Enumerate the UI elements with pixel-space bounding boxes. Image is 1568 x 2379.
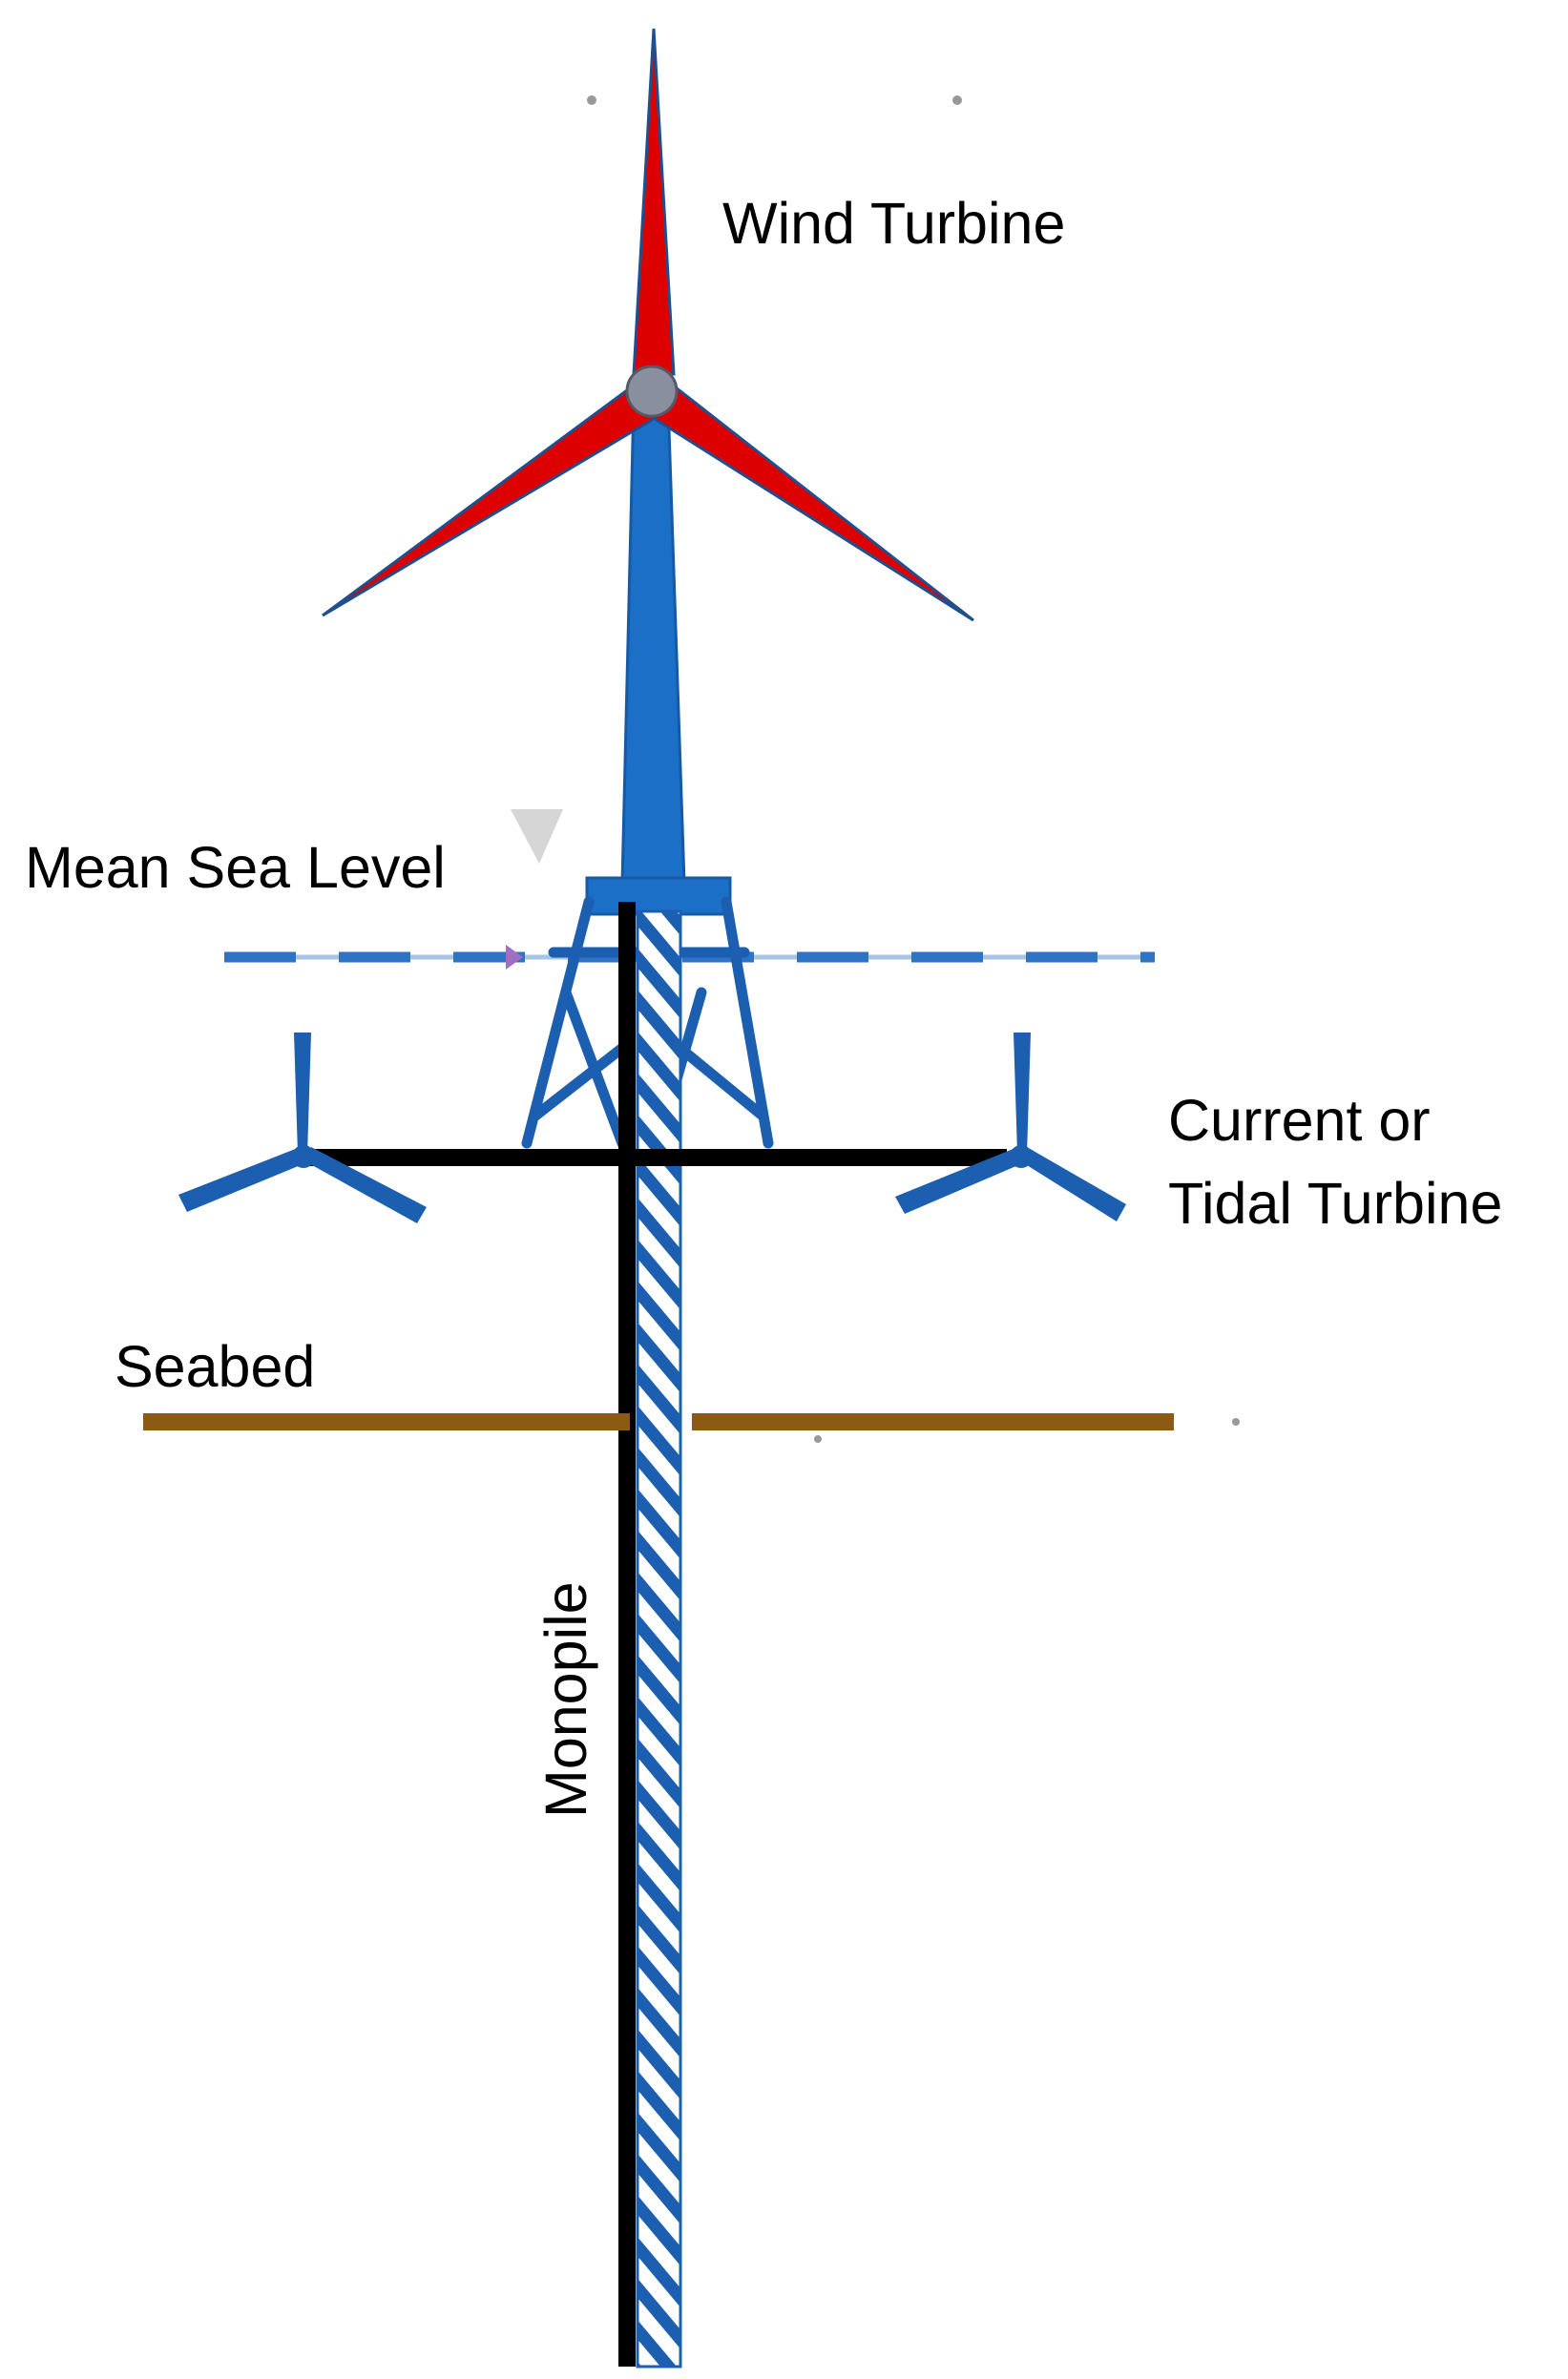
tidal-crossbar (305, 1149, 1007, 1166)
tidal-blade-left-down-right (303, 1147, 427, 1223)
brace-right-lower (667, 1036, 769, 1122)
sea-level-triangle (511, 809, 563, 864)
label-seabed: Seabed (115, 1334, 315, 1399)
blade-left (322, 371, 670, 617)
tidal-blade-right-down-right (1019, 1147, 1126, 1221)
blade-top (632, 28, 676, 376)
monopile-shaft (618, 902, 636, 2367)
sea-level-marker (506, 945, 523, 970)
rotor-hub (625, 365, 679, 418)
leg-left (521, 896, 595, 1149)
tidal-turbine-right (895, 1033, 1126, 1221)
tidal-blade-right-down-left (895, 1148, 1025, 1214)
tidal-blade-left-up (294, 1033, 311, 1155)
label-monopile: Monopile (533, 1581, 598, 1818)
tidal-turbine-left (178, 1033, 427, 1223)
tidal-blade-left-down-left (178, 1148, 307, 1212)
transition-platform (585, 876, 732, 916)
label-mean-sea-level: Mean Sea Level (25, 835, 446, 900)
monopile-pile (636, 909, 682, 2369)
label-wind-turbine: Wind Turbine (722, 191, 1065, 256)
label-tidal-turbine-line1: Current or (1168, 1088, 1431, 1153)
wind-turbine-rotor (322, 28, 974, 622)
leg-right (721, 896, 774, 1149)
blade-right (639, 371, 974, 622)
stray-dots (587, 95, 1240, 1443)
monopile (618, 902, 682, 2369)
tower (620, 399, 686, 885)
tidal-blade-right-up (1014, 1033, 1031, 1155)
brace-left-lower (529, 1036, 636, 1122)
seabed-line (143, 1413, 1174, 1430)
label-tidal-turbine-line2: Tidal Turbine (1168, 1171, 1502, 1236)
